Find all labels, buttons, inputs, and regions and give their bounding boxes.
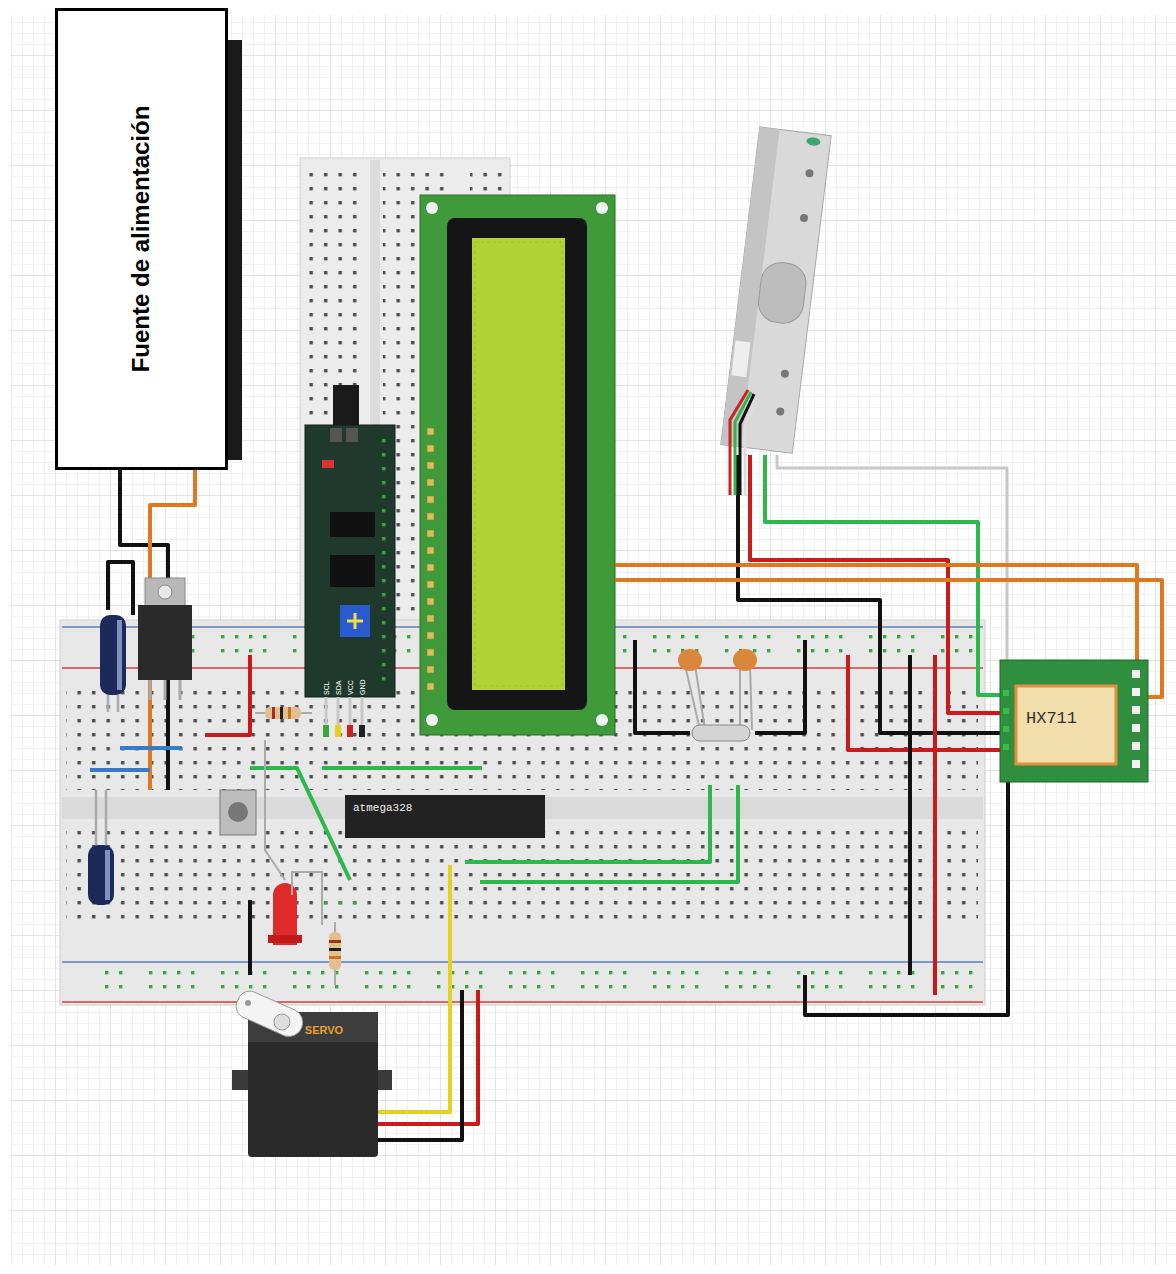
load-cell-wires xyxy=(730,390,757,495)
node-text: atmega328 xyxy=(353,802,412,814)
lcd-display xyxy=(420,195,615,735)
microcontroller-chip xyxy=(345,795,545,838)
crystal-oscillator xyxy=(678,649,757,741)
power-supply-box: Fuente de alimentación xyxy=(55,8,228,470)
servo-motor xyxy=(232,991,392,1157)
led xyxy=(268,872,322,945)
electrolytic-capacitor xyxy=(88,615,126,905)
pin-label: GND xyxy=(359,679,366,695)
resistor-symbol xyxy=(255,707,312,719)
pin-label: SDA xyxy=(335,681,342,695)
wires xyxy=(90,455,1162,1140)
chip-label: atmega328 xyxy=(345,795,545,838)
pin-label: SCL xyxy=(323,681,330,695)
resistor-symbol xyxy=(329,922,341,985)
module-label: HX711 xyxy=(1022,705,1107,731)
load-cell xyxy=(721,127,831,453)
voltage-regulator xyxy=(138,578,192,700)
node-text: Fuente de alimentación xyxy=(128,106,156,373)
node-text: HX711 xyxy=(1026,709,1077,728)
node-text: SERVO xyxy=(305,1024,343,1036)
i2c-module xyxy=(305,385,395,737)
pin-label: VCC xyxy=(347,680,354,695)
servo-label: SERVO xyxy=(292,1021,356,1039)
hx711-board xyxy=(1000,660,1148,782)
push-button xyxy=(220,740,285,880)
